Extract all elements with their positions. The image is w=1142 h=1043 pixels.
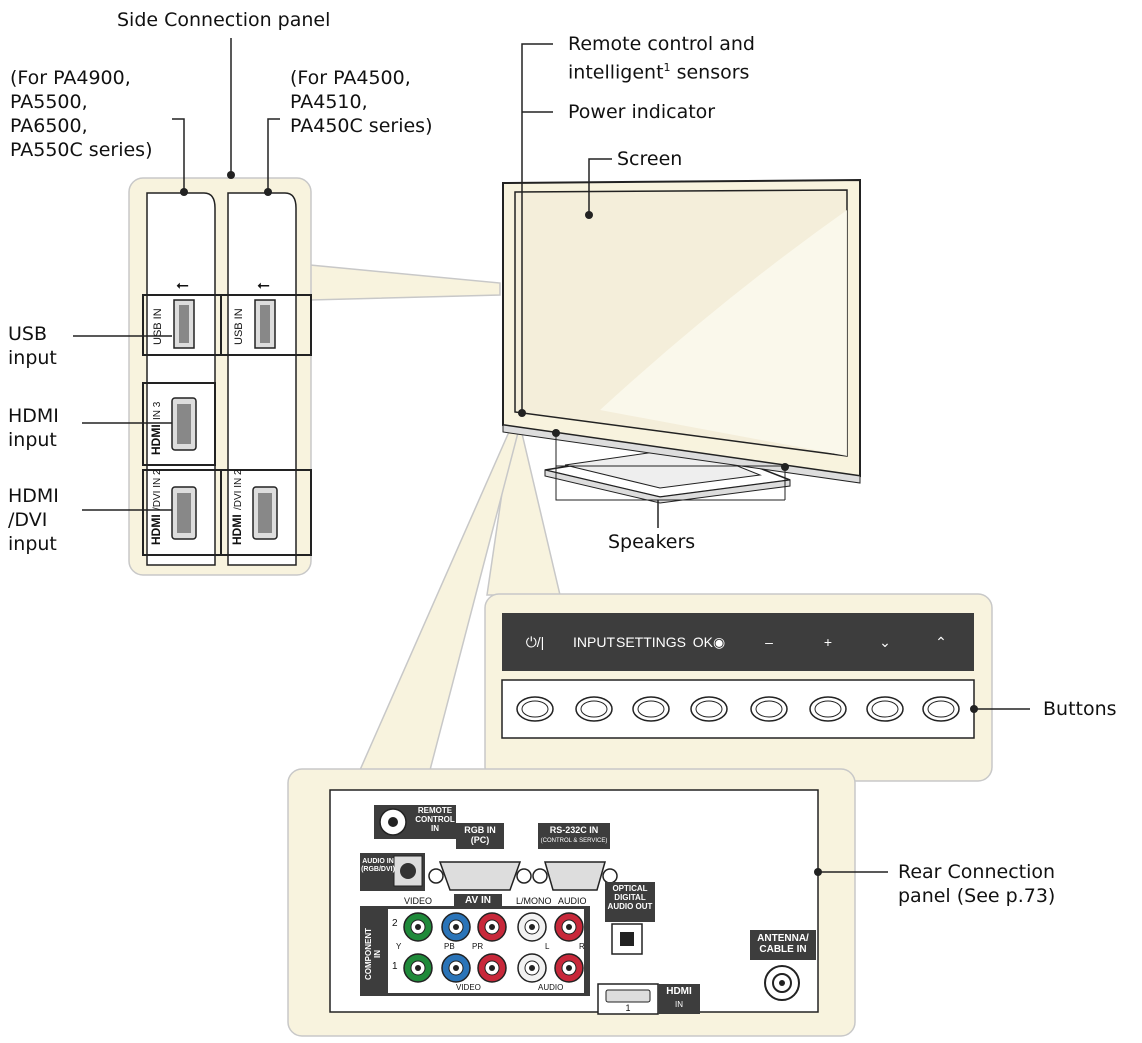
video-top-text: VIDEO: [404, 896, 433, 906]
usb-in-text-left: USB IN: [152, 308, 164, 345]
settings-button-label: SETTINGS: [615, 634, 686, 650]
antenna-text: ANTENNA/ CABLE IN: [757, 933, 809, 955]
rgb-port: [428, 861, 532, 891]
usb-icon-left: ⭠: [176, 277, 189, 294]
hdmi-port-in3: [171, 397, 197, 451]
antenna-label-box: [750, 930, 816, 960]
power-button-label: ⏻/|: [525, 634, 545, 650]
rs232c-label-box: [538, 823, 610, 849]
usb-port-right: [254, 299, 276, 349]
screen-label: Screen: [617, 148, 683, 170]
hdmi-input-label: HDMI input: [8, 405, 59, 451]
y-text: Y: [396, 942, 402, 951]
video-bottom-text: VIDEO: [456, 983, 481, 992]
side-panel-left: [146, 192, 216, 566]
audio-bottom-text: AUDIO: [538, 983, 564, 992]
hdmi-logo-in3: HDMI: [149, 424, 163, 455]
remote-control-in-text: REMOTE CONTROL IN: [415, 806, 455, 833]
for-pa4900-label: (For PA4900, PA5500, PA6500, PA550C seri…: [10, 67, 153, 161]
hdmi-dvi-port-right: [252, 486, 278, 540]
optical-text: OPTICAL DIGITAL AUDIO OUT: [607, 884, 653, 911]
l-text: L: [545, 942, 550, 951]
side-panel-right: [227, 192, 297, 566]
usb-icon-right: ⭠: [257, 277, 270, 294]
volume-down-button-label: –: [765, 634, 773, 650]
usb-input-label: USB input: [8, 323, 57, 369]
rs232c-sub-text: (CONTROL & SERVICE): [540, 838, 608, 844]
remote-sensor-label: Remote control and intelligent1 sensors: [568, 33, 755, 84]
hdmi-dvi-in2-text-right: /DVI IN 2: [233, 469, 244, 510]
side-panel-wedge: [309, 264, 501, 301]
hdmi-dvi-in2-text-left: /DVI IN 2: [152, 469, 163, 510]
rs232c-text: RS-232C IN: [549, 825, 599, 835]
speakers-label: Speakers: [608, 531, 696, 553]
for-pa4500-label: (For PA4500, PA4510, PA450C series): [290, 67, 433, 137]
component-in-text: COMPONENT IN: [364, 928, 382, 980]
optical-port: [611, 923, 643, 955]
usb-row-box: [142, 294, 312, 356]
l-mono-text: L/MONO: [516, 896, 552, 906]
rs232c-port: [532, 861, 618, 891]
channel-up-button-label: ⌃: [935, 634, 947, 650]
buttons-label-bar: [502, 613, 974, 671]
rgb-in-text: RGB IN (PC): [464, 825, 496, 845]
av-in-text: AV IN: [465, 895, 491, 906]
hdmi-in3-text: IN 3: [152, 401, 163, 420]
hdmi-dvi-row-box: [142, 469, 312, 556]
row2-text: 2: [392, 918, 398, 929]
audio-in-rgb-text: AUDIO IN (RGB/DVI): [361, 858, 395, 873]
hdmi-dvi-port-left: [171, 486, 197, 540]
volume-up-button-label: +: [823, 634, 833, 650]
usb-port-left: [173, 299, 195, 349]
audio-top-text: AUDIO: [558, 896, 587, 906]
hdmi-row-box: [142, 382, 216, 466]
hdmi-logo-in2-right: HDMI: [230, 514, 244, 545]
rear-panel-label: Rear Connection panel (See p.73): [898, 861, 1056, 907]
row1-text: 1: [392, 961, 398, 972]
hdmi-rear-num: 1: [625, 1003, 631, 1013]
hdmi-rear-in: IN: [675, 1000, 683, 1009]
side-panel-label: Side Connection panel: [117, 9, 331, 31]
buttons-label: Buttons: [1043, 698, 1117, 720]
ok-button-label: OK◉: [692, 634, 726, 650]
rgb-in-label-box: [456, 823, 504, 849]
channel-down-button-label: ⌄: [879, 634, 891, 650]
tv-illustration: [502, 178, 861, 504]
optical-label-box: [605, 882, 655, 922]
hdmi-dvi-input-label: HDMI /DVI input: [8, 485, 59, 555]
hdmi-rear-logo: HDMI: [666, 986, 692, 997]
usb-in-text-right: USB IN: [233, 308, 245, 345]
r-text: R: [579, 942, 585, 951]
pr-text: PR: [472, 942, 484, 951]
pb-text: PB: [444, 942, 455, 951]
input-button-label: INPUT: [573, 634, 615, 650]
power-indicator-label: Power indicator: [568, 101, 716, 123]
hdmi-logo-in2-left: HDMI: [149, 514, 163, 545]
